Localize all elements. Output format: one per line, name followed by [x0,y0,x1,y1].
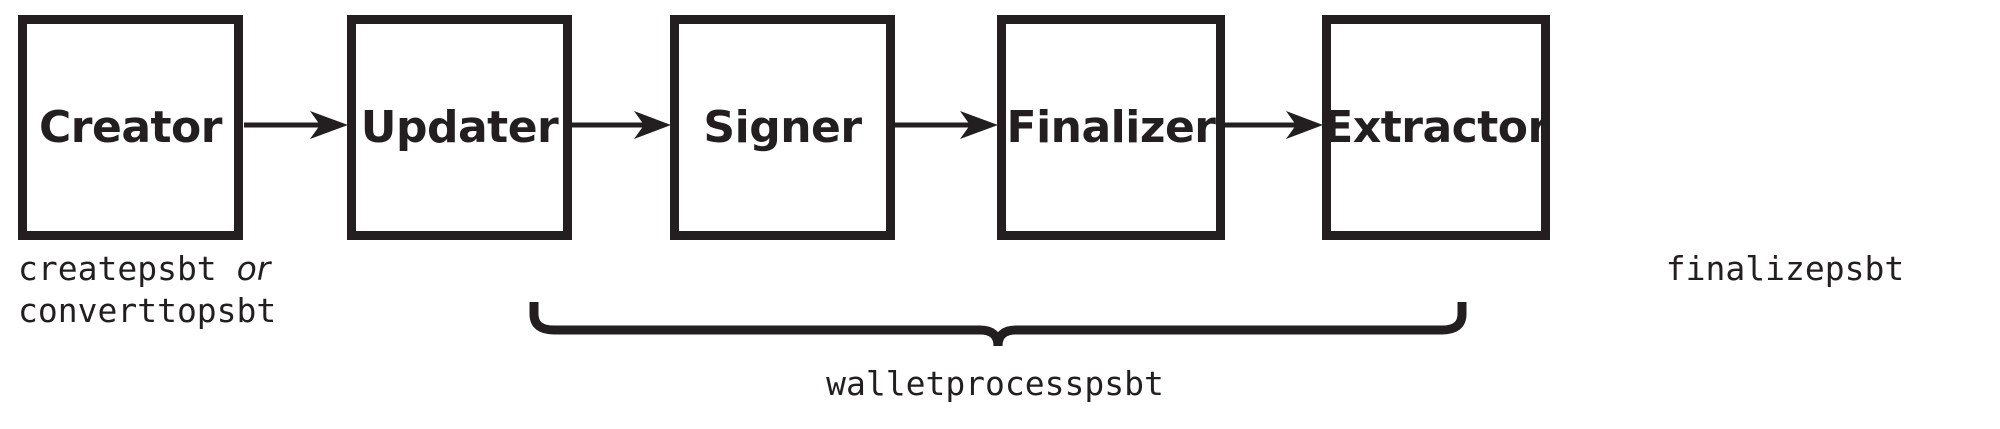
caption-or: or [236,249,271,288]
caption-createpsbt: createpsbt [18,249,217,288]
node-label-finalizer: Finalizer [1006,101,1216,153]
grouping-brace [528,302,1468,350]
node-label-signer: Signer [703,101,862,153]
node-box-updater[interactable]: Updater [347,15,572,240]
node-box-creator[interactable]: Creator [18,15,243,240]
arrow-updater-to-signer [572,105,671,145]
node-box-extractor[interactable]: Extractor [1322,15,1550,240]
caption-creator: createpsbt or converttopsbt [18,248,276,332]
node-label-creator: Creator [39,101,222,153]
caption-creator-line2: converttopsbt [18,291,277,331]
arrow-creator-to-updater [244,105,348,145]
node-label-extractor: Extractor [1323,101,1549,153]
caption-walletprocesspsbt: walletprocesspsbt [826,364,1164,403]
caption-creator-line1: createpsbt or [18,248,276,290]
node-box-finalizer[interactable]: Finalizer [997,15,1225,240]
arrow-finalizer-to-extractor [1225,105,1323,145]
node-label-updater: Updater [360,101,559,153]
arrow-signer-to-finalizer [895,105,998,145]
caption-finalizepsbt: finalizepsbt [1665,249,1905,288]
node-box-signer[interactable]: Signer [670,15,895,240]
